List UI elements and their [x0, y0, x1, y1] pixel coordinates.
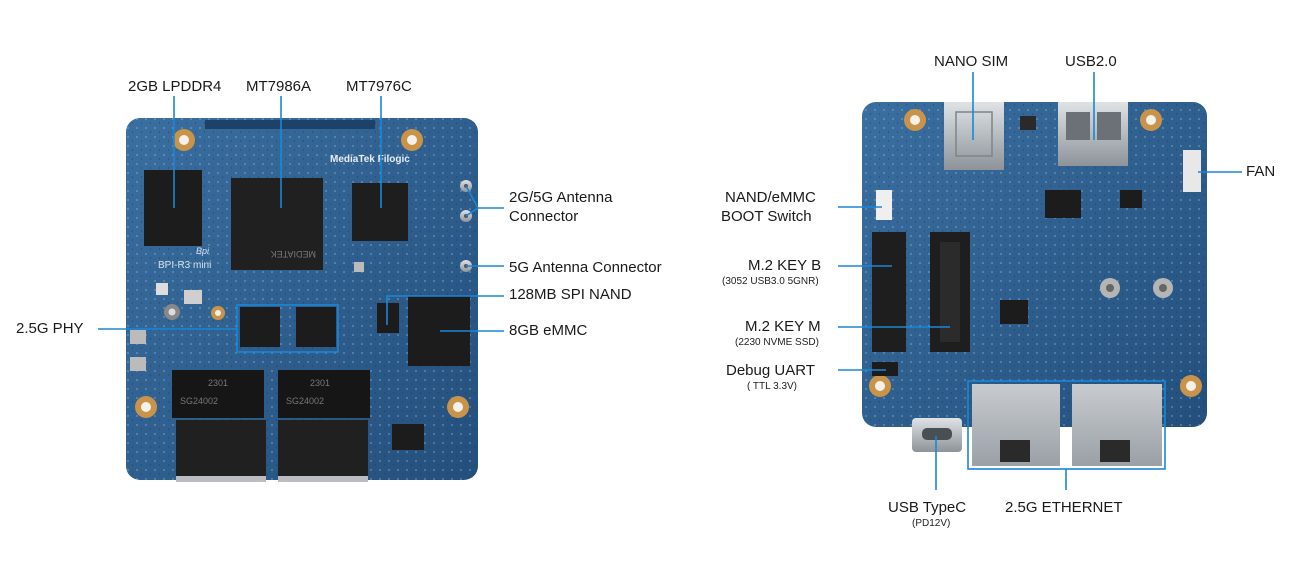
sim-slot: [944, 102, 1004, 170]
debug-uart-header: [872, 362, 898, 376]
label-usb-typec: USB TypeC: [888, 499, 967, 516]
board-silkscreen-name: BPI-R3 mini: [158, 260, 211, 271]
label-lpddr4: 2GB LPDDR4: [128, 78, 222, 95]
soc-marking: MEDIATEK: [271, 249, 316, 259]
mt7976c-chip: [352, 183, 408, 241]
filogic-logo: MediaTek Filogic: [330, 154, 410, 165]
label-fan: FAN: [1246, 163, 1276, 180]
label-boot-switch-line2: BOOT Switch: [721, 208, 812, 225]
label-antenna-2g5g-line1: 2G/5G Antenna: [509, 189, 613, 206]
label-m2-key-m: M.2 KEY M: [745, 318, 821, 335]
spi-nand-chip: [377, 303, 399, 333]
lpddr4-chip: [144, 170, 202, 246]
m2-key-b-slot: [872, 232, 906, 352]
label-spi-nand: 128MB SPI NAND: [509, 286, 632, 303]
label-usb2: USB2.0: [1065, 53, 1117, 70]
right-board: [862, 102, 1207, 466]
label-m2-key-b-sub: (3052 USB3.0 5GNR): [722, 276, 819, 287]
label-nano-sim: NANO SIM: [934, 53, 1009, 70]
right-mount-holes: [869, 109, 1202, 397]
label-m2-key-m-sub: (2230 NVME SSD): [735, 337, 819, 348]
label-ethernet: 2.5G ETHERNET: [1005, 499, 1123, 516]
label-emmc: 8GB eMMC: [509, 322, 588, 339]
label-usb-typec-sub: (PD12V): [912, 518, 951, 529]
left-board: MEDIATEK MediaTek Filogic BPI-R3 mini Bp…: [126, 118, 478, 482]
label-debug-uart-sub: ( TTL 3.3V): [747, 381, 798, 392]
left-mount-holes: [135, 129, 469, 418]
magnetics-code-2: 2301: [310, 378, 330, 388]
phy-chip-1: [240, 307, 280, 347]
left-callouts: [98, 96, 504, 353]
magnetics-code-1: 2301: [208, 378, 228, 388]
magnetics-text-2: SG24002: [286, 396, 324, 406]
label-debug-uart: Debug UART: [726, 362, 815, 379]
boot-switch: [876, 190, 892, 220]
label-m2-key-b: M.2 KEY B: [748, 257, 822, 274]
label-boot-switch-line1: NAND/eMMC: [725, 189, 816, 206]
fan-connector: [1183, 150, 1201, 192]
mt7986a-chip: [231, 178, 323, 270]
bpi-mark: Bpi: [196, 246, 210, 256]
label-antenna-5g: 5G Antenna Connector: [509, 259, 662, 276]
magnetics-text-1: SG24002: [180, 396, 218, 406]
label-antenna-2g5g-line2: Connector: [509, 208, 579, 225]
magnetics-2: [278, 370, 370, 418]
magnetics-1: [172, 370, 264, 418]
label-mt7986a: MT7986A: [246, 78, 312, 95]
right-callouts: [838, 72, 1242, 490]
left-rj45-1: [176, 420, 266, 480]
label-mt7976c: MT7976C: [346, 78, 412, 95]
left-rj45-2: [278, 420, 368, 480]
label-phy: 2.5G PHY: [16, 320, 84, 337]
phy-chip-2: [296, 307, 336, 347]
